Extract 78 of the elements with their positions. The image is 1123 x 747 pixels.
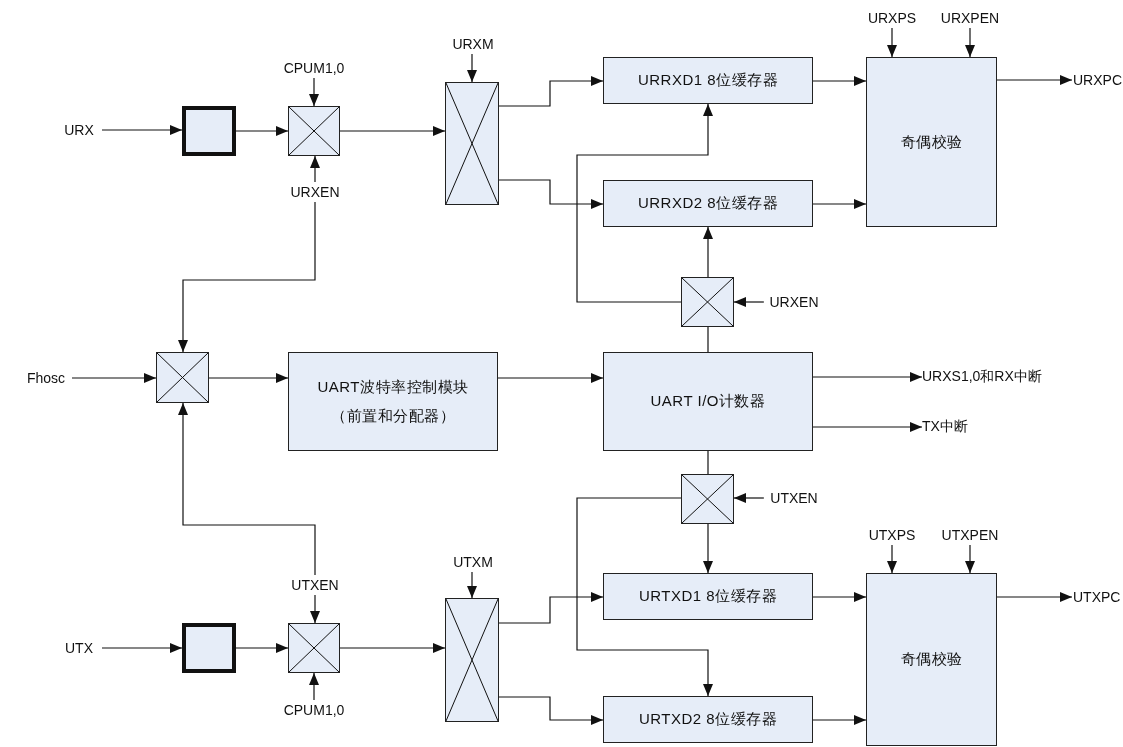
arrow: [996, 75, 1073, 85]
signal-label: URX: [56, 120, 102, 140]
process-box: 奇偶校验: [866, 573, 997, 746]
arrow: [996, 592, 1073, 602]
arrow: [309, 77, 319, 107]
signal-label: URXEN: [285, 182, 345, 202]
crossed-box: [288, 623, 340, 673]
crossed-box: [681, 277, 734, 327]
arrow: [101, 643, 183, 653]
arrow: [812, 592, 867, 602]
crossed-box: [445, 598, 499, 722]
signal-label: UTXPC: [1073, 587, 1119, 607]
arrow: [467, 53, 477, 83]
module-title: UART波特率控制模块: [317, 377, 469, 397]
signal-label: UTXPS: [866, 525, 918, 545]
process-box: URRXD1 8位缓存器: [603, 57, 813, 104]
signal-label: UTXEN: [285, 575, 345, 595]
crossed-box: [156, 352, 209, 403]
signal-label: Fhosc: [20, 368, 72, 388]
arrow: [703, 226, 713, 278]
process-box: URTXD1 8位缓存器: [603, 573, 813, 620]
arrow: [235, 126, 289, 136]
signal-label: CPUM1,0: [282, 700, 346, 720]
arrow: [208, 373, 289, 383]
process-box: [288, 352, 498, 451]
signal-label: CPUM1,0: [282, 58, 346, 78]
arrow: [178, 201, 316, 353]
arrow: [498, 696, 604, 725]
arrow: [498, 592, 604, 624]
signal-label: UTX: [56, 638, 102, 658]
arrow: [887, 544, 897, 574]
arrow: [498, 179, 604, 209]
signal-label: URXM: [447, 34, 499, 54]
arrow: [812, 76, 867, 86]
process-box: URTXD2 8位缓存器: [603, 696, 813, 743]
arrow: [71, 373, 157, 383]
arrow: [812, 199, 867, 209]
crossed-box: [288, 106, 340, 156]
arrow: [576, 103, 713, 303]
register-box: [182, 106, 236, 156]
arrow: [703, 523, 713, 574]
arrow: [339, 126, 446, 136]
arrow: [310, 594, 320, 624]
signal-label: URXEN: [764, 292, 824, 312]
crossed-box: [445, 82, 499, 205]
arrow: [310, 155, 320, 183]
arrow: [812, 422, 923, 432]
module-note: （前置和分配器）: [331, 406, 455, 426]
process-box: URRXD2 8位缓存器: [603, 180, 813, 227]
arrow: [497, 373, 604, 383]
arrow: [101, 125, 183, 135]
arrow: [812, 372, 923, 382]
arrow: [498, 76, 604, 107]
process-box: 奇偶校验: [866, 57, 997, 227]
arrow: [339, 643, 446, 653]
arrow: [576, 497, 713, 697]
arrow: [733, 297, 765, 307]
process-box: UART I/O计数器: [603, 352, 813, 451]
connector-line: [707, 326, 709, 353]
crossed-box: [681, 474, 734, 524]
arrow: [309, 672, 319, 701]
arrow: [178, 402, 316, 576]
signal-label: TX中断: [922, 417, 986, 437]
signal-label: URXPS: [866, 8, 918, 28]
connector-line: [707, 450, 709, 475]
signal-label: URXPEN: [938, 8, 1002, 28]
signal-label: UTXPEN: [938, 525, 1002, 545]
arrow: [965, 27, 975, 58]
arrow: [235, 643, 289, 653]
arrow: [965, 544, 975, 574]
register-box: [182, 623, 236, 673]
signal-label: UTXEN: [764, 488, 824, 508]
arrow: [887, 27, 897, 58]
arrow: [467, 571, 477, 599]
arrow: [812, 715, 867, 725]
arrow: [733, 493, 765, 503]
signal-label: URXS1,0和RX中断: [922, 367, 1072, 387]
signal-label: UTXM: [447, 552, 499, 572]
